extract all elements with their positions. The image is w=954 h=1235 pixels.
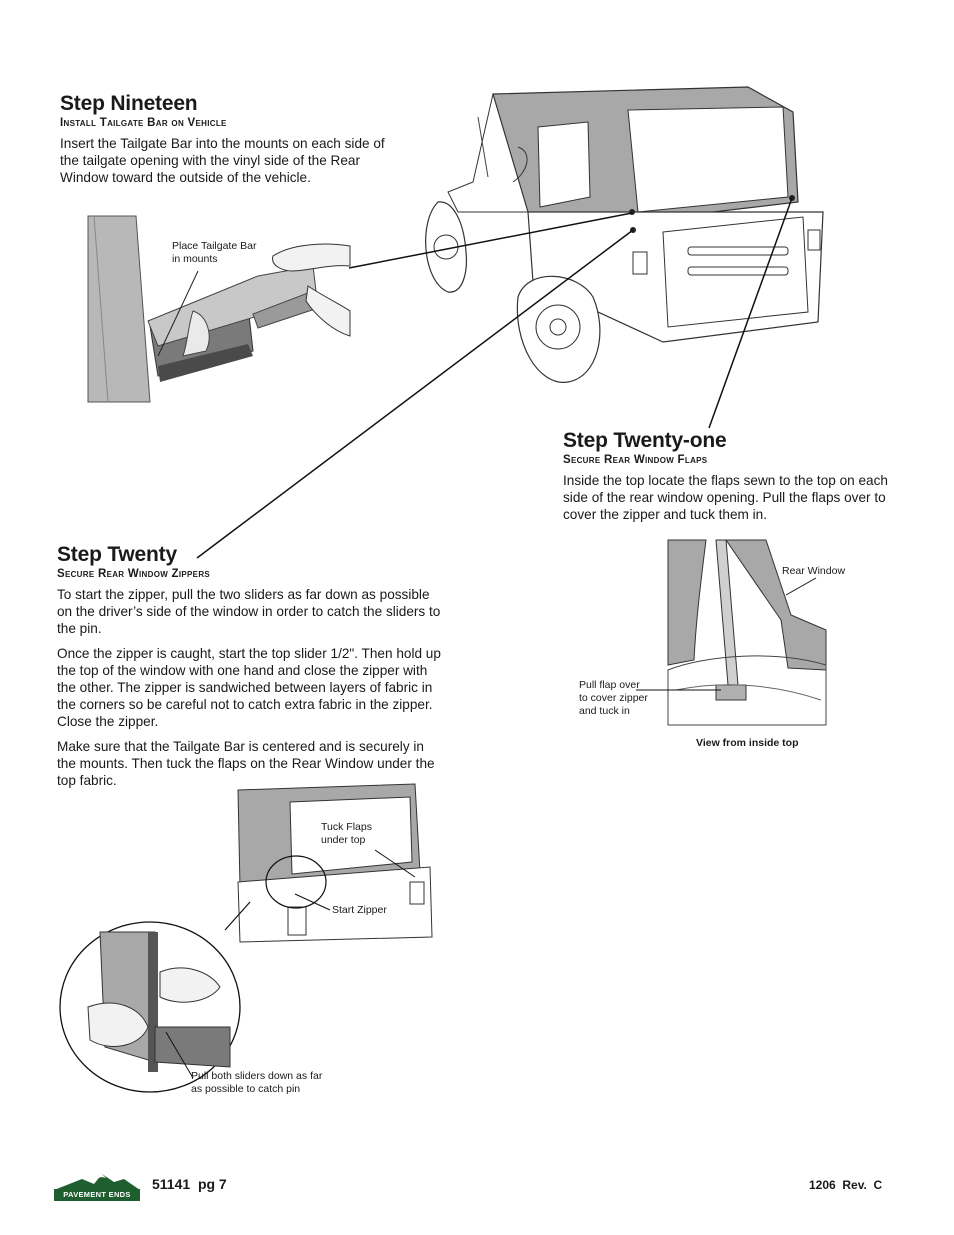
start-zipper-caption: Start Zipper (332, 904, 387, 916)
step-nineteen-title: Step Nineteen (60, 92, 198, 115)
zipper-figure: Tuck Flaps under top Start Zipper Pull b… (59, 782, 440, 1102)
step-twenty-section: Step Twenty Secure Rear Window Zippers T… (57, 543, 442, 797)
tuck-flaps-caption: Tuck Flaps under top (321, 821, 372, 846)
step-twenty-one-section: Step Twenty-one Secure Rear Window Flaps… (563, 429, 893, 523)
mountain-logo-icon (54, 1174, 140, 1201)
tailgate-bar-figure: Place Tailgate Bar in mounts (87, 215, 351, 403)
step-twenty-paragraph: Once the zipper is caught, start the top… (57, 646, 441, 729)
step-twenty-paragraph: Make sure that the Tailgate Bar is cente… (57, 739, 435, 788)
pavement-ends-logo: PAVEMENT ENDS (52, 1170, 142, 1202)
inside-top-figure: Rear Window Pull flap over to cover zipp… (576, 539, 845, 755)
tailgate-bar-illustration (87, 215, 351, 403)
step-twenty-body: To start the zipper, pull the two slider… (57, 586, 442, 789)
jeep-illustration (425, 86, 824, 383)
step-twenty-one-title: Step Twenty-one (563, 429, 727, 452)
step-twenty-one-body: Inside the top locate the flaps sewn to … (563, 473, 888, 522)
revision-label: 1206 Rev. C (809, 1178, 883, 1192)
inside-top-illustration (636, 539, 827, 726)
step-nineteen-body: Insert the Tailgate Bar into the mounts … (60, 136, 385, 185)
step-twenty-paragraph: To start the zipper, pull the two slider… (57, 587, 441, 636)
pull-flap-caption: Pull flap over to cover zipper and tuck … (579, 679, 648, 717)
jeep-rear-figure (418, 82, 828, 392)
step-nineteen-section: Step Nineteen Install Tailgate Bar on Ve… (60, 92, 400, 186)
place-tailgate-caption: Place Tailgate Bar in mounts (172, 240, 257, 265)
step-twenty-title: Step Twenty (57, 543, 177, 566)
logo-text: PAVEMENT ENDS (63, 1190, 131, 1199)
zipper-illustration (59, 783, 433, 1093)
pull-sliders-caption: Pull both sliders down as far as possibl… (191, 1070, 323, 1095)
step-nineteen-subtitle: Install Tailgate Bar on Vehicle (60, 117, 227, 129)
rear-window-caption: Rear Window (782, 565, 846, 577)
step-twenty-subtitle: Secure Rear Window Zippers (57, 568, 211, 580)
step-twenty-one-subtitle: Secure Rear Window Flaps (563, 454, 708, 466)
view-inside-caption: View from inside top (696, 737, 799, 749)
page-label: 51141 pg 7 (152, 1176, 227, 1192)
